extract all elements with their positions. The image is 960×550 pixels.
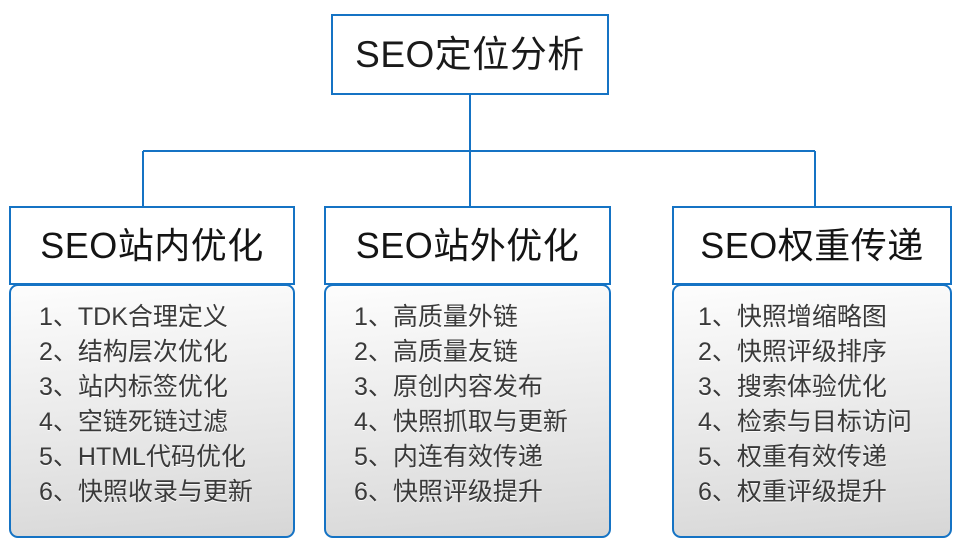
branch-item-list-2: 1、高质量外链 2、高质量友链 3、原创内容发布 4、快照抓取与更新 5、内连有…: [326, 300, 609, 510]
list-item: 5、HTML代码优化: [39, 443, 246, 471]
branch-header-title-1: SEO站内优化: [40, 224, 264, 266]
root-node-title: SEO定位分析: [355, 34, 585, 75]
list-item: 6、快照评级提升: [354, 478, 543, 506]
list-item: 3、搜索体验优化: [698, 373, 887, 401]
list-item: 5、权重有效传递: [698, 443, 887, 471]
list-item: 6、快照收录与更新: [39, 478, 253, 506]
list-item: 6、权重评级提升: [698, 478, 887, 506]
branch-column-1: SEO站内优化 1、TDK合理定义 2、结构层次优化 3、站内标签优化 4、空链…: [9, 206, 295, 538]
list-item: 4、空链死链过滤: [39, 408, 228, 436]
branch-item-panel-2: 1、高质量外链 2、高质量友链 3、原创内容发布 4、快照抓取与更新 5、内连有…: [324, 284, 611, 538]
branch-item-panel-3: 1、快照增缩略图 2、快照评级排序 3、搜索体验优化 4、检索与目标访问 5、权…: [672, 284, 952, 538]
branch-item-list-3: 1、快照增缩略图 2、快照评级排序 3、搜索体验优化 4、检索与目标访问 5、权…: [674, 300, 950, 510]
root-node-box[interactable]: SEO定位分析: [331, 14, 609, 95]
branch-column-2: SEO站外优化 1、高质量外链 2、高质量友链 3、原创内容发布 4、快照抓取与…: [324, 206, 611, 538]
list-item: 4、快照抓取与更新: [354, 408, 568, 436]
list-item: 1、TDK合理定义: [39, 303, 228, 331]
branch-item-panel-1: 1、TDK合理定义 2、结构层次优化 3、站内标签优化 4、空链死链过滤 5、H…: [9, 284, 295, 538]
branch-item-list-1: 1、TDK合理定义 2、结构层次优化 3、站内标签优化 4、空链死链过滤 5、H…: [11, 300, 293, 510]
branch-header-box-1[interactable]: SEO站内优化: [9, 206, 295, 285]
list-item: 3、原创内容发布: [354, 373, 543, 401]
branch-header-title-3: SEO权重传递: [700, 224, 924, 266]
list-item: 3、站内标签优化: [39, 373, 228, 401]
list-item: 4、检索与目标访问: [698, 408, 912, 436]
list-item: 1、快照增缩略图: [698, 303, 887, 331]
list-item: 2、高质量友链: [354, 338, 518, 366]
branch-header-title-2: SEO站外优化: [355, 224, 580, 266]
list-item: 5、内连有效传递: [354, 443, 543, 471]
list-item: 2、结构层次优化: [39, 338, 228, 366]
list-item: 1、高质量外链: [354, 303, 518, 331]
branch-column-3: SEO权重传递 1、快照增缩略图 2、快照评级排序 3、搜索体验优化 4、检索与…: [672, 206, 952, 538]
list-item: 2、快照评级排序: [698, 338, 887, 366]
branch-header-box-3[interactable]: SEO权重传递: [672, 206, 952, 285]
branch-header-box-2[interactable]: SEO站外优化: [324, 206, 611, 285]
